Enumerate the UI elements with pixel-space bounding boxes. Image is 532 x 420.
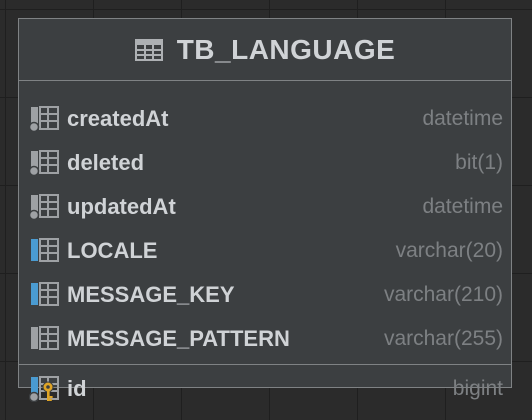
field-name: MESSAGE_KEY	[67, 282, 235, 307]
field-name: LOCALE	[67, 238, 158, 263]
entity-header: TB_LANGUAGE	[19, 19, 511, 81]
primary-key-section: id bigint	[19, 365, 511, 411]
entity-box[interactable]: TB_LANGUAGE createdAt datetime	[18, 18, 512, 402]
field-row[interactable]: deleted bit(1)	[19, 141, 511, 185]
field-type: varchar(210)	[383, 283, 503, 306]
key-divider	[19, 364, 511, 365]
field-name: deleted	[67, 150, 145, 175]
field-name: createdAt	[67, 106, 169, 131]
field-type: bigint	[452, 377, 503, 400]
field-type: varchar(255)	[383, 327, 503, 350]
field-name: updatedAt	[67, 194, 176, 219]
entity-title: TB_LANGUAGE	[176, 33, 396, 65]
field-list: createdAt datetime deleted bit(1)	[19, 81, 511, 361]
column-nullable-icon	[29, 150, 59, 176]
column-nullable-icon	[29, 106, 59, 132]
column-indexed-icon	[31, 238, 59, 262]
field-row[interactable]: updatedAt datetime	[19, 185, 511, 229]
field-row[interactable]: LOCALE varchar(20)	[19, 229, 511, 273]
column-indexed-icon	[31, 282, 59, 306]
field-type: bit(1)	[455, 151, 503, 174]
field-row[interactable]: createdAt datetime	[19, 97, 511, 141]
field-type: datetime	[422, 195, 503, 218]
primary-key-icon	[29, 376, 59, 402]
primary-key-row[interactable]: id bigint	[19, 367, 511, 411]
field-row[interactable]: MESSAGE_KEY varchar(210)	[19, 273, 511, 317]
field-type: datetime	[422, 107, 503, 130]
table-icon	[134, 38, 163, 61]
column-icon	[31, 326, 59, 350]
field-type: varchar(20)	[395, 239, 503, 262]
field-name: id	[67, 376, 87, 401]
field-row[interactable]: MESSAGE_PATTERN varchar(255)	[19, 317, 511, 361]
column-nullable-icon	[29, 194, 59, 220]
field-name: MESSAGE_PATTERN	[67, 326, 290, 351]
